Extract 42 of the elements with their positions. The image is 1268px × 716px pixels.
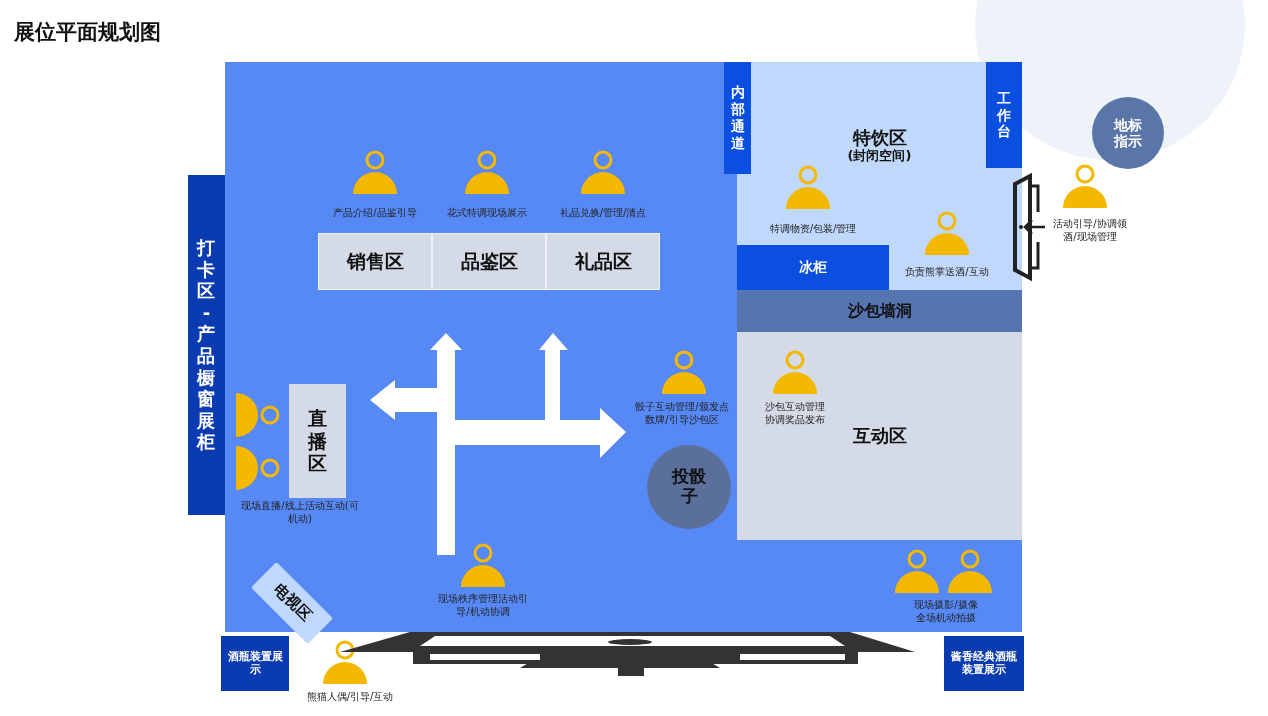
- zone-box: [737, 332, 1022, 540]
- staff-caption: 现场摄影/摄像全场机动拍摄: [913, 598, 979, 624]
- staff-caption: 礼品兑换/管理/清点: [558, 206, 648, 219]
- zone-label: 工作台: [996, 89, 1012, 141]
- zone-label: 沙包墙洞: [847, 301, 912, 321]
- staff-caption: 特调物资/包装/管理: [768, 222, 858, 235]
- staff-caption: 熊猫人偶/引导/互动: [305, 690, 395, 703]
- display-box: [944, 636, 1024, 691]
- zone-label: 酱香经典酒瓶装置展示: [950, 650, 1018, 677]
- wall-band: [737, 290, 1022, 332]
- zone-label: 电视区: [270, 581, 314, 625]
- zone-label: 冰柜: [799, 259, 827, 276]
- zone-label: 直播区: [307, 406, 328, 476]
- passage-panel: [724, 62, 751, 174]
- zone-label: 销售区: [346, 250, 404, 273]
- staff-caption: 沙包互动管理协调奖品发布: [764, 400, 826, 426]
- zone-label: 礼品区: [574, 250, 632, 273]
- zone-label: 地标指示: [1112, 116, 1143, 150]
- zone-box: [432, 233, 546, 290]
- fridge-box: [737, 245, 889, 290]
- zone-label: 内部通道: [730, 84, 745, 152]
- showcase-panel: [188, 175, 225, 515]
- staff-caption: 骰子互动管理/颁发点数牌/引导沙包区: [634, 400, 730, 426]
- staff-caption: 活动引导/协调领酒/现场管理: [1052, 217, 1128, 243]
- staff-caption: 现场直播/线上活动互动(可机动): [240, 499, 360, 525]
- zone-box: [546, 233, 660, 290]
- zone-label: 酒瓶装置展示: [226, 650, 284, 677]
- title: 展位平面规划图: [14, 19, 161, 46]
- workbench-panel: [986, 62, 1022, 168]
- zone-box: [318, 233, 432, 290]
- zone-label: 投骰子: [670, 467, 707, 507]
- zone-box: [289, 384, 346, 498]
- display-box: [221, 636, 289, 691]
- staff-caption: 现场秩序管理活动引导/机动协调: [438, 592, 528, 618]
- zone-label: 互动区: [852, 425, 907, 447]
- zone-label: 打卡区-产品橱窗展柜: [197, 237, 216, 453]
- zone-label: 品鉴区: [460, 250, 518, 273]
- zone-label: 特饮区: [852, 128, 907, 149]
- staff-caption: 产品介绍/品鉴引导: [332, 206, 418, 219]
- staff-caption: 负责熊掌送酒/互动: [904, 265, 990, 278]
- zone-note: (封闭空间): [847, 148, 912, 164]
- staff-caption: 花式特调现场展示: [446, 206, 528, 219]
